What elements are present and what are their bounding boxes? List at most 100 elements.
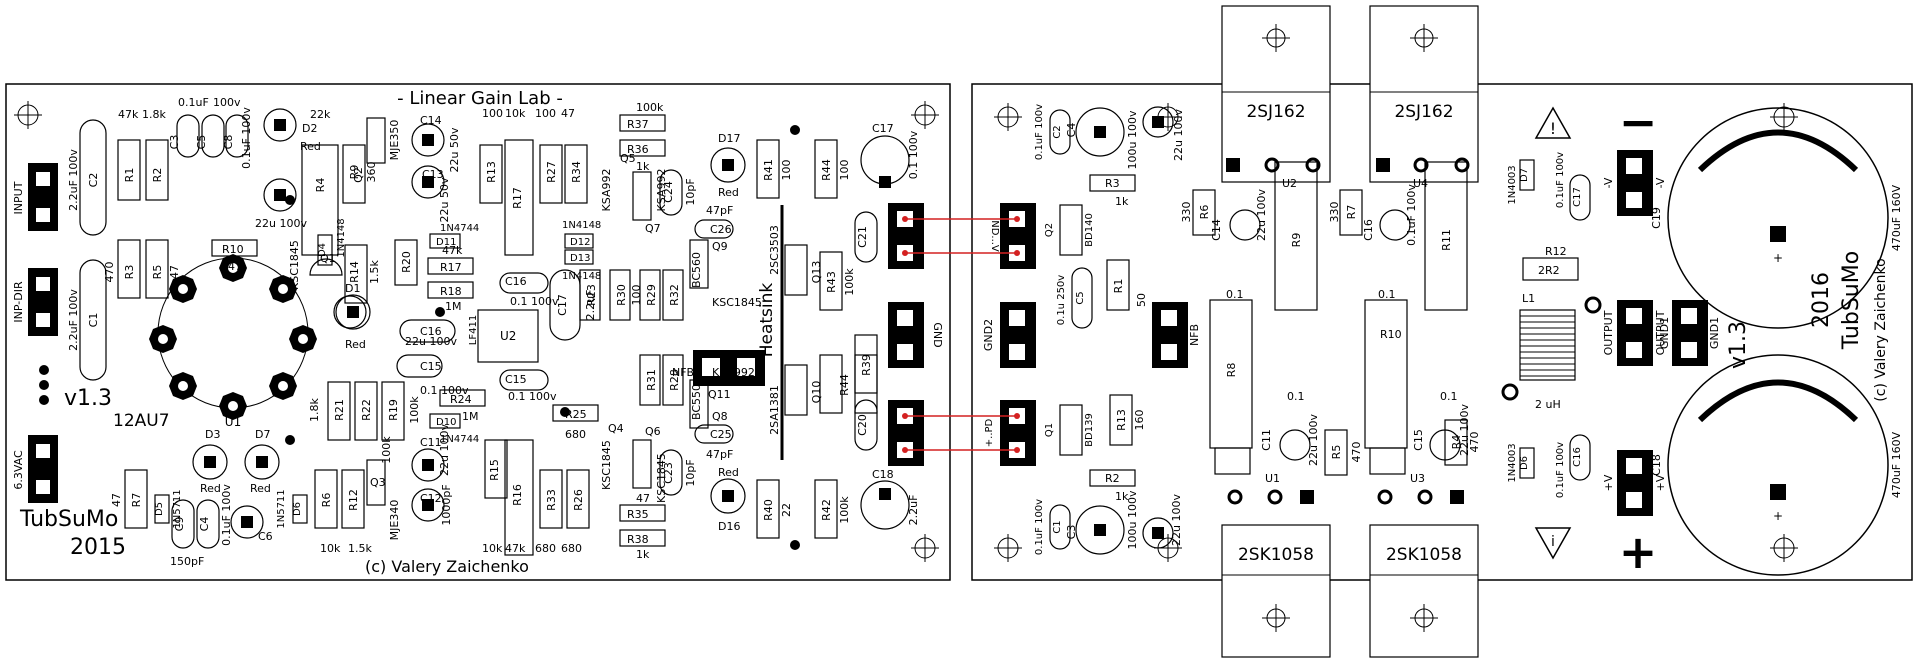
c1-ref: C1 [87, 313, 100, 328]
svg-text:0.1uF 100v: 0.1uF 100v [1405, 184, 1418, 246]
svg-text:0.1 100v: 0.1 100v [907, 130, 920, 179]
svg-text:C4: C4 [198, 517, 211, 532]
svg-text:100u 100v: 100u 100v [1126, 490, 1139, 549]
svg-text:R22: R22 [360, 399, 373, 421]
svg-text:R19: R19 [387, 399, 400, 421]
svg-text:47k: 47k [118, 108, 139, 121]
svg-text:Red: Red [718, 186, 739, 199]
conn-pd-right: +..PD [984, 400, 1036, 466]
fet-top-2-label: 2SJ162 [1394, 102, 1453, 122]
svg-text:C14: C14 [1210, 219, 1223, 241]
svg-text:C4: C4 [1065, 123, 1078, 138]
svg-text:1N4148: 1N4148 [336, 218, 347, 257]
svg-text:R12: R12 [347, 489, 360, 511]
plus-sign: + [1619, 525, 1658, 579]
svg-text:R8: R8 [1225, 363, 1238, 378]
svg-text:GND1: GND1 [1658, 317, 1671, 349]
svg-text:1k: 1k [1115, 490, 1129, 503]
conn-input: INPUT [12, 163, 58, 231]
svg-text:360: 360 [365, 162, 378, 183]
svg-text:C16: C16 [505, 275, 527, 288]
svg-text:R6: R6 [320, 493, 333, 508]
warning-icon [1534, 106, 1572, 139]
svg-text:Q4: Q4 [608, 422, 624, 435]
svg-text:OUTPUT: OUTPUT [1602, 310, 1615, 355]
wire-endpoint [1014, 413, 1020, 419]
svg-text:KSC1845: KSC1845 [655, 453, 668, 503]
svg-text:R2: R2 [151, 168, 164, 183]
svg-text:47: 47 [110, 493, 123, 507]
left-board-header: - Linear Gain Lab - [397, 88, 563, 109]
svg-text:BD139: BD139 [1084, 413, 1095, 447]
svg-text:R44: R44 [820, 159, 833, 181]
svg-text:C16: C16 [1362, 219, 1375, 241]
svg-text:47k: 47k [505, 542, 526, 555]
svg-text:0.1uF: 0.1uF [178, 96, 209, 109]
ic-u2: U2 LF411 [468, 309, 539, 363]
svg-text:47: 47 [561, 107, 575, 120]
svg-text:R44: R44 [838, 374, 851, 396]
wire-endpoint [902, 447, 908, 453]
svg-text:0.1uF 100v: 0.1uF 100v [220, 484, 233, 546]
conn-nfb-right: NFB [1152, 302, 1201, 368]
svg-text:1k: 1k [1115, 195, 1129, 208]
svg-text:R36: R36 [627, 143, 649, 156]
big-cap-c18: + C18 470uF 160V [1650, 354, 1903, 576]
svg-text:22: 22 [780, 503, 793, 517]
svg-text:47: 47 [228, 260, 242, 273]
svg-text:0.1uF 100v: 0.1uF 100v [1034, 499, 1045, 555]
info-icon [1534, 527, 1572, 560]
wire-endpoint [902, 413, 908, 419]
svg-text:C17: C17 [1572, 187, 1583, 207]
svg-text:47: 47 [168, 265, 181, 279]
fet-pads: U2 U4 U1 U3 [1226, 157, 1470, 505]
svg-text:1.5k: 1.5k [348, 542, 372, 555]
diodes-left [154, 233, 594, 524]
svg-text:Q3: Q3 [370, 476, 386, 489]
svg-text:R20: R20 [400, 251, 413, 273]
svg-text:2.2uF: 2.2uF [907, 495, 920, 526]
svg-text:R38: R38 [627, 533, 649, 546]
svg-text:C3: C3 [168, 135, 181, 150]
fet-tab-bottom-2: 2SK1058 [1369, 524, 1479, 658]
svg-text:D16: D16 [718, 520, 740, 533]
svg-text:C6: C6 [258, 530, 273, 543]
svg-text:Q7: Q7 [645, 222, 661, 235]
svg-text:0.1: 0.1 [1378, 288, 1396, 301]
svg-text:U1: U1 [1265, 472, 1280, 485]
svg-text:0.1uF 100v: 0.1uF 100v [1555, 442, 1566, 498]
svg-text:NFB: NFB [1188, 324, 1201, 346]
svg-text:+: + [1773, 251, 1783, 265]
svg-text:MJE350: MJE350 [388, 120, 401, 161]
svg-text:C23: C23 [662, 462, 675, 484]
svg-text:0.1: 0.1 [1226, 288, 1244, 301]
wire-endpoint [902, 250, 908, 256]
svg-text:C11: C11 [420, 436, 442, 449]
conn-gnd-left-label: GND [931, 322, 944, 347]
svg-text:R1: R1 [1112, 279, 1125, 294]
svg-text:R17: R17 [511, 187, 524, 209]
svg-text:Q1: Q1 [320, 252, 336, 265]
svg-text:C14: C14 [420, 114, 442, 127]
svg-text:KSA992: KSA992 [712, 366, 755, 379]
svg-text:10pF: 10pF [684, 178, 697, 205]
svg-text:D7: D7 [1519, 168, 1530, 182]
svg-text:D6: D6 [292, 502, 303, 516]
svg-text:470: 470 [103, 262, 116, 283]
diode-labels-right: D7 1N4003 D6 1N4003 [1507, 165, 1530, 482]
heatsink-label: Heatsink [757, 283, 777, 358]
svg-text:2SC3503: 2SC3503 [768, 225, 781, 275]
svg-text:KSC1845: KSC1845 [288, 240, 301, 290]
svg-text:C3: C3 [1065, 525, 1078, 540]
svg-text:Red: Red [718, 466, 739, 479]
svg-text:D13: D13 [570, 253, 590, 264]
svg-text:C11: C11 [1260, 429, 1273, 451]
svg-text:C16: C16 [1572, 447, 1583, 467]
svg-text:R9: R9 [348, 165, 361, 180]
svg-text:C8: C8 [222, 135, 235, 150]
conn-6v3ac: 6.3VAC [12, 435, 58, 503]
svg-text:1k: 1k [636, 548, 650, 561]
left-version: v1.3 [64, 386, 112, 411]
disc-cap-labels-right: C2 0.1uF 100v C1 0.1uF 100v C5 0.1u 250v… [1034, 104, 1583, 555]
